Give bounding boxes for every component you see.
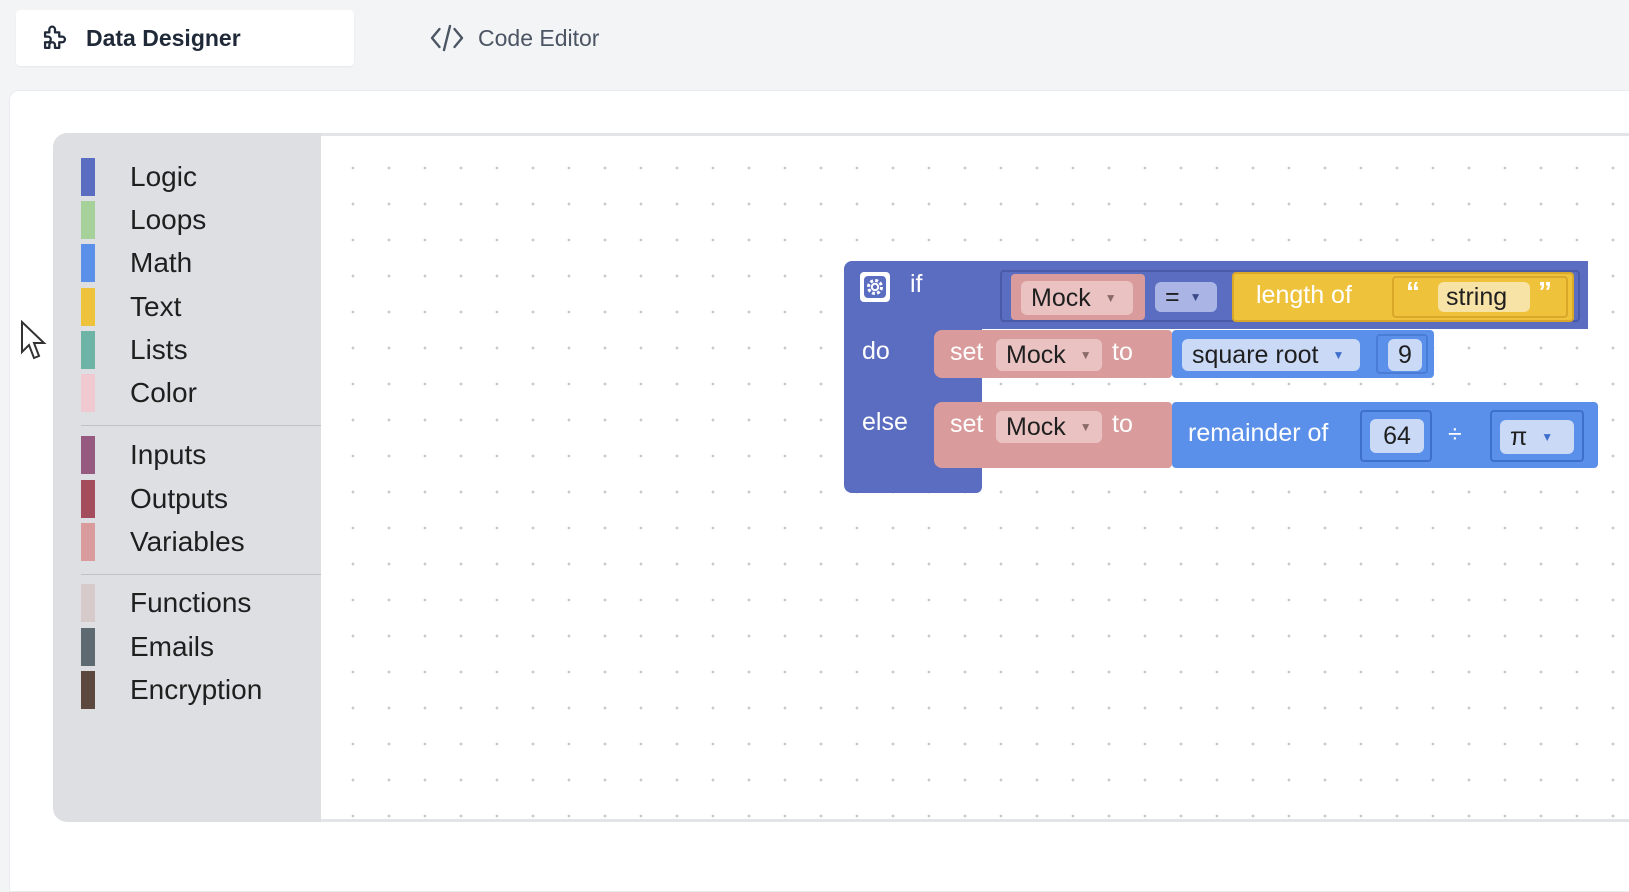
code-icon [428,19,466,57]
toolbox-category-lists[interactable]: Lists [81,330,188,370]
category-label: Logic [130,161,197,192]
number-value: 9 [1398,340,1412,369]
toolbox-separator [81,425,345,426]
toolbox-category-encryption[interactable]: Encryption [81,670,262,710]
chevron-down-icon: ▼ [1079,420,1092,434]
text-field[interactable]: string [1438,282,1530,312]
category-label: Outputs [130,483,229,514]
category-swatch [81,480,95,518]
math-function-name: square root [1192,340,1319,369]
toolbox-category-inputs[interactable]: Inputs [81,435,206,475]
number-value: 64 [1383,421,1411,450]
else-label: else [862,408,908,436]
tab-data-designer[interactable]: Data Designer [16,10,354,66]
category-swatch [81,288,95,326]
constant-dropdown[interactable]: π ▼ [1500,420,1574,454]
tab-bar: Data Designer Code Editor [0,0,1629,90]
operator-dropdown[interactable]: = ▼ [1155,282,1217,312]
category-swatch [81,201,95,239]
variable-dropdown[interactable]: Mock ▼ [996,339,1102,371]
variable-dropdown[interactable]: Mock ▼ [996,411,1102,443]
category-label: Loops [130,204,207,235]
category-label: Math [130,247,193,278]
category-label: Color [130,377,197,408]
category-swatch [81,436,95,474]
text-value: string [1446,282,1508,311]
number-field[interactable]: 64 [1370,419,1424,453]
do-label: do [862,337,890,365]
chevron-down-icon: ▼ [1189,290,1202,304]
category-label: Encryption [130,674,263,705]
chevron-down-icon: ▼ [1104,291,1117,305]
toolbox-category-outputs[interactable]: Outputs [81,479,228,519]
tab-label: Code Editor [478,24,600,51]
toolbox-category-text[interactable]: Text [81,287,181,327]
variable-name: Mock [1031,283,1091,312]
constant-value: π [1510,422,1528,451]
tab-label: Data Designer [86,24,241,51]
category-label: Functions [130,587,252,618]
to-label: to [1112,410,1133,438]
set-label: set [950,338,984,366]
category-label: Inputs [130,439,207,470]
category-swatch [81,671,95,709]
chevron-down-icon: ▼ [1332,348,1345,362]
toolbox: Logic Loops Math Text Lists Color Inputs [53,133,345,822]
category-swatch [81,523,95,561]
mouse-pointer-icon [20,319,48,367]
to-label: to [1112,338,1133,366]
remainder-of-label: remainder of [1188,419,1329,447]
category-label: Emails [130,631,215,662]
toolbox-category-logic[interactable]: Logic [81,157,197,197]
divide-symbol: ÷ [1448,420,1462,448]
operator-value: = [1165,282,1180,311]
variable-dropdown[interactable]: Mock ▼ [1021,281,1133,315]
category-label: Variables [130,526,245,557]
length-of-label: length of [1256,281,1352,309]
puzzle-icon [36,19,74,57]
chevron-down-icon: ▼ [1541,430,1554,444]
set-label: set [950,410,984,438]
toolbox-category-color[interactable]: Color [81,373,197,413]
toolbox-separator [81,574,345,575]
toolbox-category-math[interactable]: Math [81,243,192,283]
category-label: Lists [130,334,188,365]
gear-icon[interactable] [860,272,890,302]
open-quote-icon: “ [1406,276,1420,307]
toolbox-category-emails[interactable]: Emails [81,627,214,667]
toolbox-category-variables[interactable]: Variables [81,522,245,562]
close-quote-icon: ” [1538,276,1552,307]
category-label: Text [130,291,182,322]
toolbox-category-loops[interactable]: Loops [81,200,206,240]
category-swatch [81,158,95,196]
number-field[interactable]: 9 [1388,339,1422,371]
math-function-dropdown[interactable]: square root ▼ [1182,339,1360,371]
category-swatch [81,331,95,369]
variable-name: Mock [1006,340,1066,369]
category-swatch [81,374,95,412]
toolbox-category-functions[interactable]: Functions [81,583,251,623]
category-swatch [81,244,95,282]
chevron-down-icon: ▼ [1079,348,1092,362]
tab-code-editor[interactable]: Code Editor [428,10,688,66]
block-workspace: Logic Loops Math Text Lists Color Inputs [53,133,1629,822]
if-label: if [910,270,923,298]
category-swatch [81,628,95,666]
category-swatch [81,584,95,622]
variable-name: Mock [1006,412,1066,441]
